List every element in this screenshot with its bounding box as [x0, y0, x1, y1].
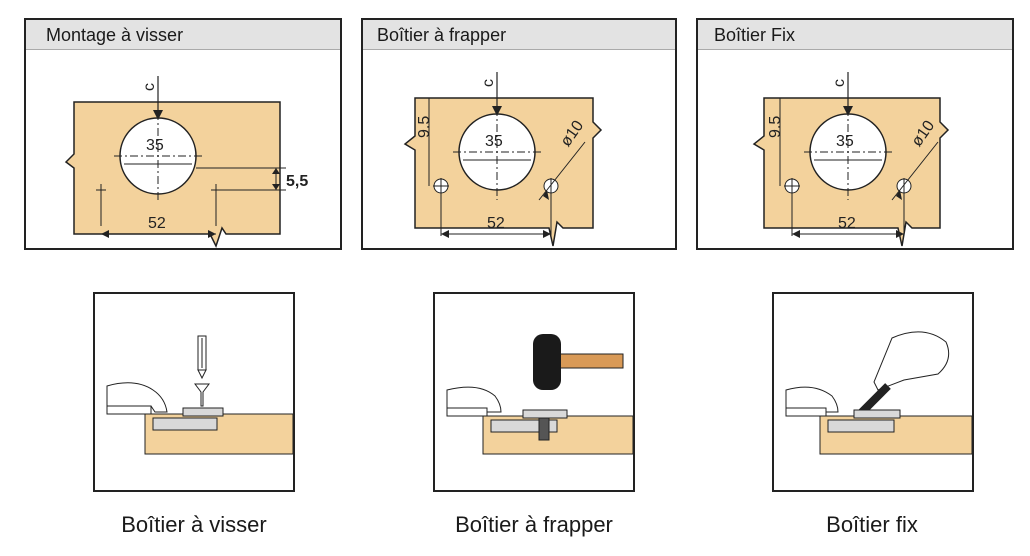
hinge-cup	[827, 419, 895, 433]
dim-c: c	[141, 83, 158, 91]
panel-title: Boîtier Fix	[698, 20, 1012, 50]
hand-icon	[106, 382, 168, 413]
drilling-diagram-frapper: 35 c 9.5 ø10 52	[403, 72, 603, 247]
hammer-icon	[533, 334, 561, 390]
caption-frapper: Boîtier à frapper	[455, 512, 613, 537]
dim-edge: 9.5	[767, 116, 784, 138]
panel-boitier-fix: Boîtier Fix 35 c 9.5 ø10 52	[696, 18, 1014, 250]
panel-boitier-frapper: Boîtier à frapper 35 c 9.5 ø10 52	[361, 18, 677, 250]
panel-title: Montage à visser	[26, 20, 340, 50]
drilling-diagram-visser: 35 c 52 5,5	[64, 76, 308, 248]
dim-edge: 9.5	[416, 116, 433, 138]
tool-icon	[857, 383, 891, 417]
hand-icon	[785, 386, 839, 413]
hinge-cup	[152, 417, 218, 431]
caption-fix: Boîtier fix	[826, 512, 918, 537]
illustration-frapper	[433, 292, 635, 492]
hand-pressing-icon	[873, 331, 950, 391]
dim-35: 35	[836, 133, 854, 150]
dim-35: 35	[485, 133, 503, 150]
caption-visser: Boîtier à visser	[121, 512, 267, 537]
panel-montage-visser: Montage à visser 35 c 52 5,5	[24, 18, 342, 250]
dim-offset: 5,5	[286, 173, 308, 190]
dim-52: 52	[148, 215, 166, 232]
drilling-diagram-fix: 35 c 9.5 ø10 52	[752, 72, 950, 247]
dim-52: 52	[838, 215, 856, 232]
dim-c: c	[480, 79, 497, 87]
hand-icon	[446, 386, 502, 413]
illustration-visser	[93, 292, 295, 492]
hammer-handle	[558, 353, 624, 369]
dim-c: c	[831, 79, 848, 87]
dowel-icon	[538, 417, 550, 441]
dim-52: 52	[487, 215, 505, 232]
dim-35: 35	[146, 137, 164, 154]
screw-icon	[194, 383, 210, 407]
panel-title: Boîtier à frapper	[363, 20, 675, 50]
illustration-fix	[772, 292, 974, 492]
